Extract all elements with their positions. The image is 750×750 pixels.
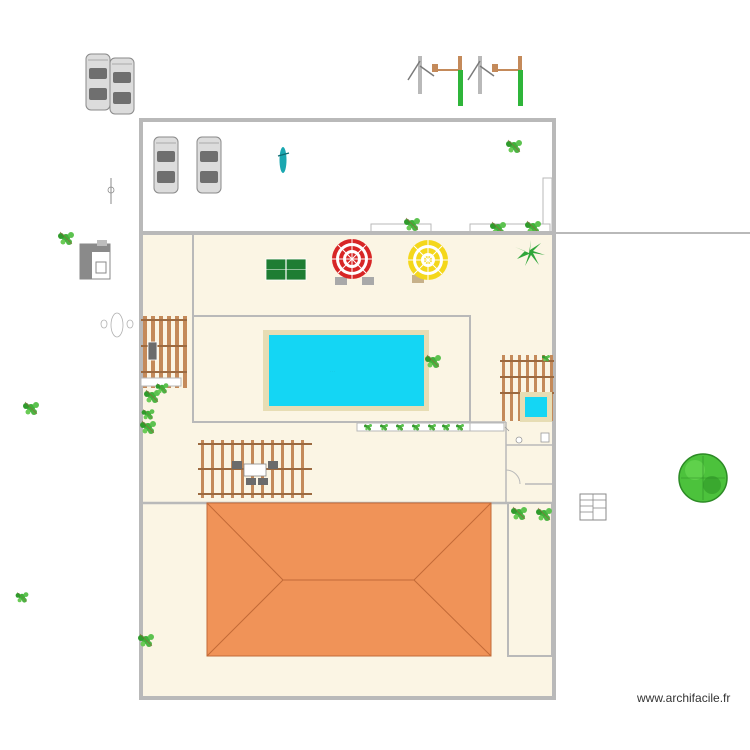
house-roof <box>206 502 492 657</box>
shower-icon <box>504 426 550 444</box>
left-bench <box>140 377 182 387</box>
parasol-icon <box>408 240 448 283</box>
shrub-icon <box>15 591 29 603</box>
car-icon <box>196 136 222 194</box>
swing-icon <box>467 55 524 107</box>
car-icon <box>109 57 135 115</box>
outdoor-kitchen-icon <box>79 240 111 280</box>
kayak-icon <box>277 147 290 173</box>
shrub-icon <box>57 231 75 246</box>
lamp-icon <box>107 178 115 204</box>
parasol-icon <box>332 239 374 285</box>
tree-icon <box>678 453 728 503</box>
ping-pong-table-icon <box>265 258 307 281</box>
swimming-pool <box>269 335 424 406</box>
step <box>469 422 505 432</box>
pergola-icon <box>141 316 187 388</box>
car-icon <box>85 53 111 111</box>
spa-icon <box>520 392 552 422</box>
table-chairs-icon <box>232 461 278 485</box>
annex-room <box>507 502 553 657</box>
palm-tree-icon <box>515 240 545 266</box>
swing-icon <box>407 55 464 107</box>
garden-chairs-icon <box>100 312 134 338</box>
watermark-text[interactable]: www.archifacile.fr <box>637 691 731 705</box>
car-icon <box>153 136 179 194</box>
door-swing <box>505 469 521 485</box>
pool-area-text: · · · <box>330 369 335 373</box>
shrub-icon <box>22 401 40 416</box>
staircase-icon <box>579 493 607 521</box>
